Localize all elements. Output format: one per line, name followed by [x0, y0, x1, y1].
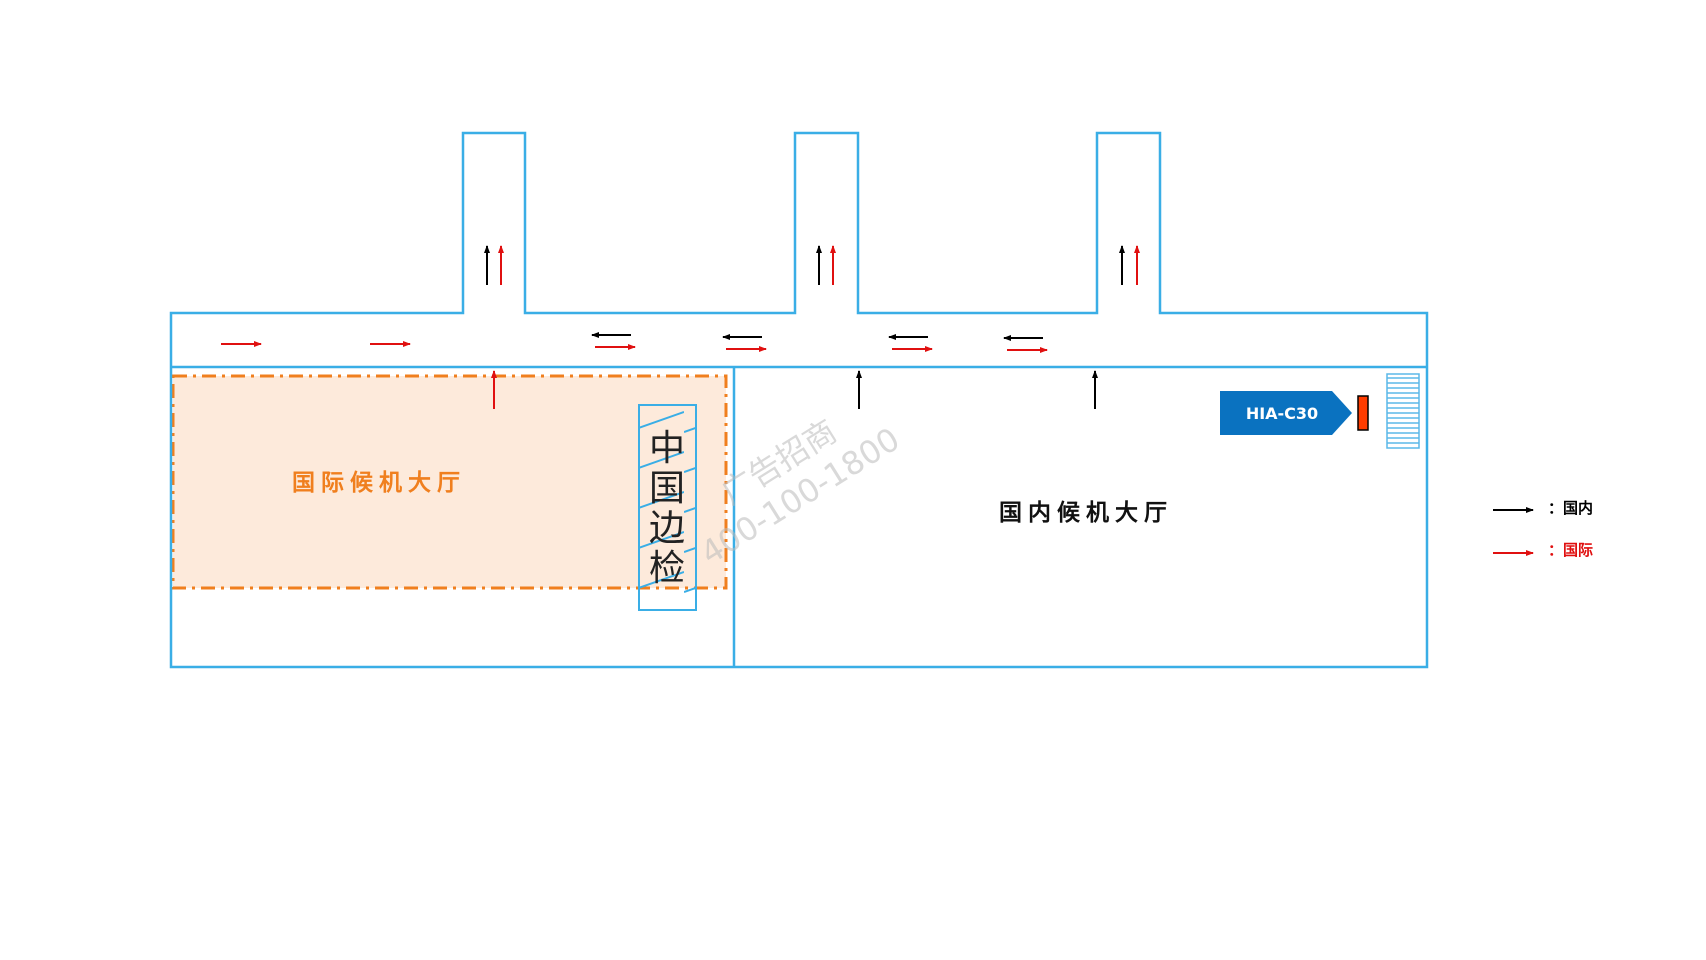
stairs-icon	[1386, 373, 1420, 449]
building-outline	[169, 131, 1429, 669]
international-hall-label: 国际候机大厅	[292, 470, 466, 496]
border-check-char: 边	[649, 508, 685, 549]
border-check-booth: 中 国 边 检	[638, 404, 697, 611]
legend: ：国内 ：国际	[1493, 499, 1593, 559]
border-check-char: 国	[649, 468, 685, 509]
svg-text:HIA-C30: HIA-C30	[1246, 404, 1318, 423]
flow-arrows	[221, 245, 1140, 409]
legend-domestic-label: ：国内	[1548, 499, 1593, 517]
domestic-hall-label: 国内候机大厅	[999, 500, 1173, 526]
hia-c30-location-marker[interactable]: HIA-C30	[1220, 391, 1352, 435]
current-position-marker	[1357, 395, 1369, 431]
border-check-char: 中	[649, 428, 685, 469]
border-check-char: 检	[649, 548, 685, 589]
legend-international-label: ：国际	[1548, 541, 1593, 559]
international-hall-area	[171, 374, 728, 590]
